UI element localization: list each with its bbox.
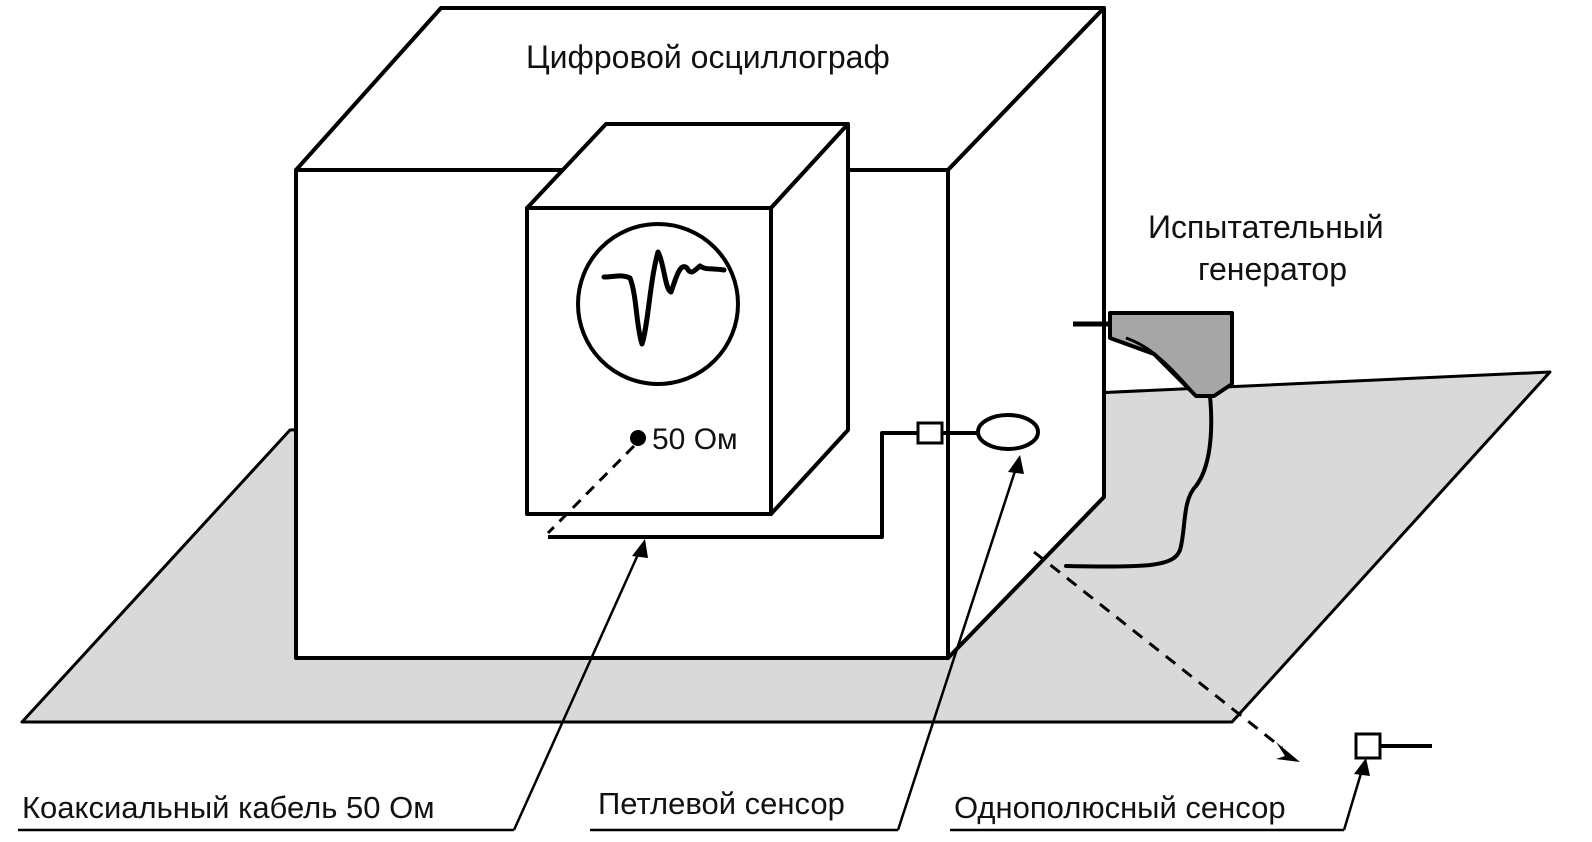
loop-sensor-ring: [976, 413, 1040, 451]
coax-leader-line: [512, 549, 642, 831]
generator-label-line2: генератор: [1198, 251, 1347, 287]
coax-cable-hidden: [546, 444, 636, 535]
loop-sensor-label: Петлевой сенсор: [598, 786, 845, 821]
monopole-sensor-body: [1354, 732, 1382, 760]
coax-leader-arrow: [632, 539, 648, 558]
loop-leader-arrow: [1008, 455, 1024, 474]
oscilloscope-screen: [576, 222, 740, 386]
monopole-sensor-label: Однополюсный сенсор: [954, 790, 1286, 825]
oscilloscope-title: Цифровой осциллограф: [526, 39, 890, 75]
monopole-leader-line: [1342, 769, 1364, 831]
impedance-label: 50 Ом: [652, 423, 738, 456]
coax-cable: [548, 431, 918, 539]
generator-body: [1108, 311, 1234, 398]
loop-leader-line: [896, 467, 1018, 831]
coax-cable-label: Коаксиальный кабель 50 Ом: [22, 790, 435, 825]
coax-connector: [916, 421, 944, 445]
test-generator: [1064, 311, 1234, 569]
waveform-trace: [601, 249, 727, 347]
monopole-leader-arrow: [1354, 758, 1370, 776]
generator-grip-line: [1125, 336, 1198, 397]
input-port-dot: [630, 430, 646, 446]
monopole-path-dashed: [1033, 550, 1283, 750]
generator-label-line1: Испытательный: [1148, 209, 1384, 245]
generator-ground-cable: [1064, 394, 1214, 569]
monopole-path-arrowhead: [1276, 742, 1300, 762]
